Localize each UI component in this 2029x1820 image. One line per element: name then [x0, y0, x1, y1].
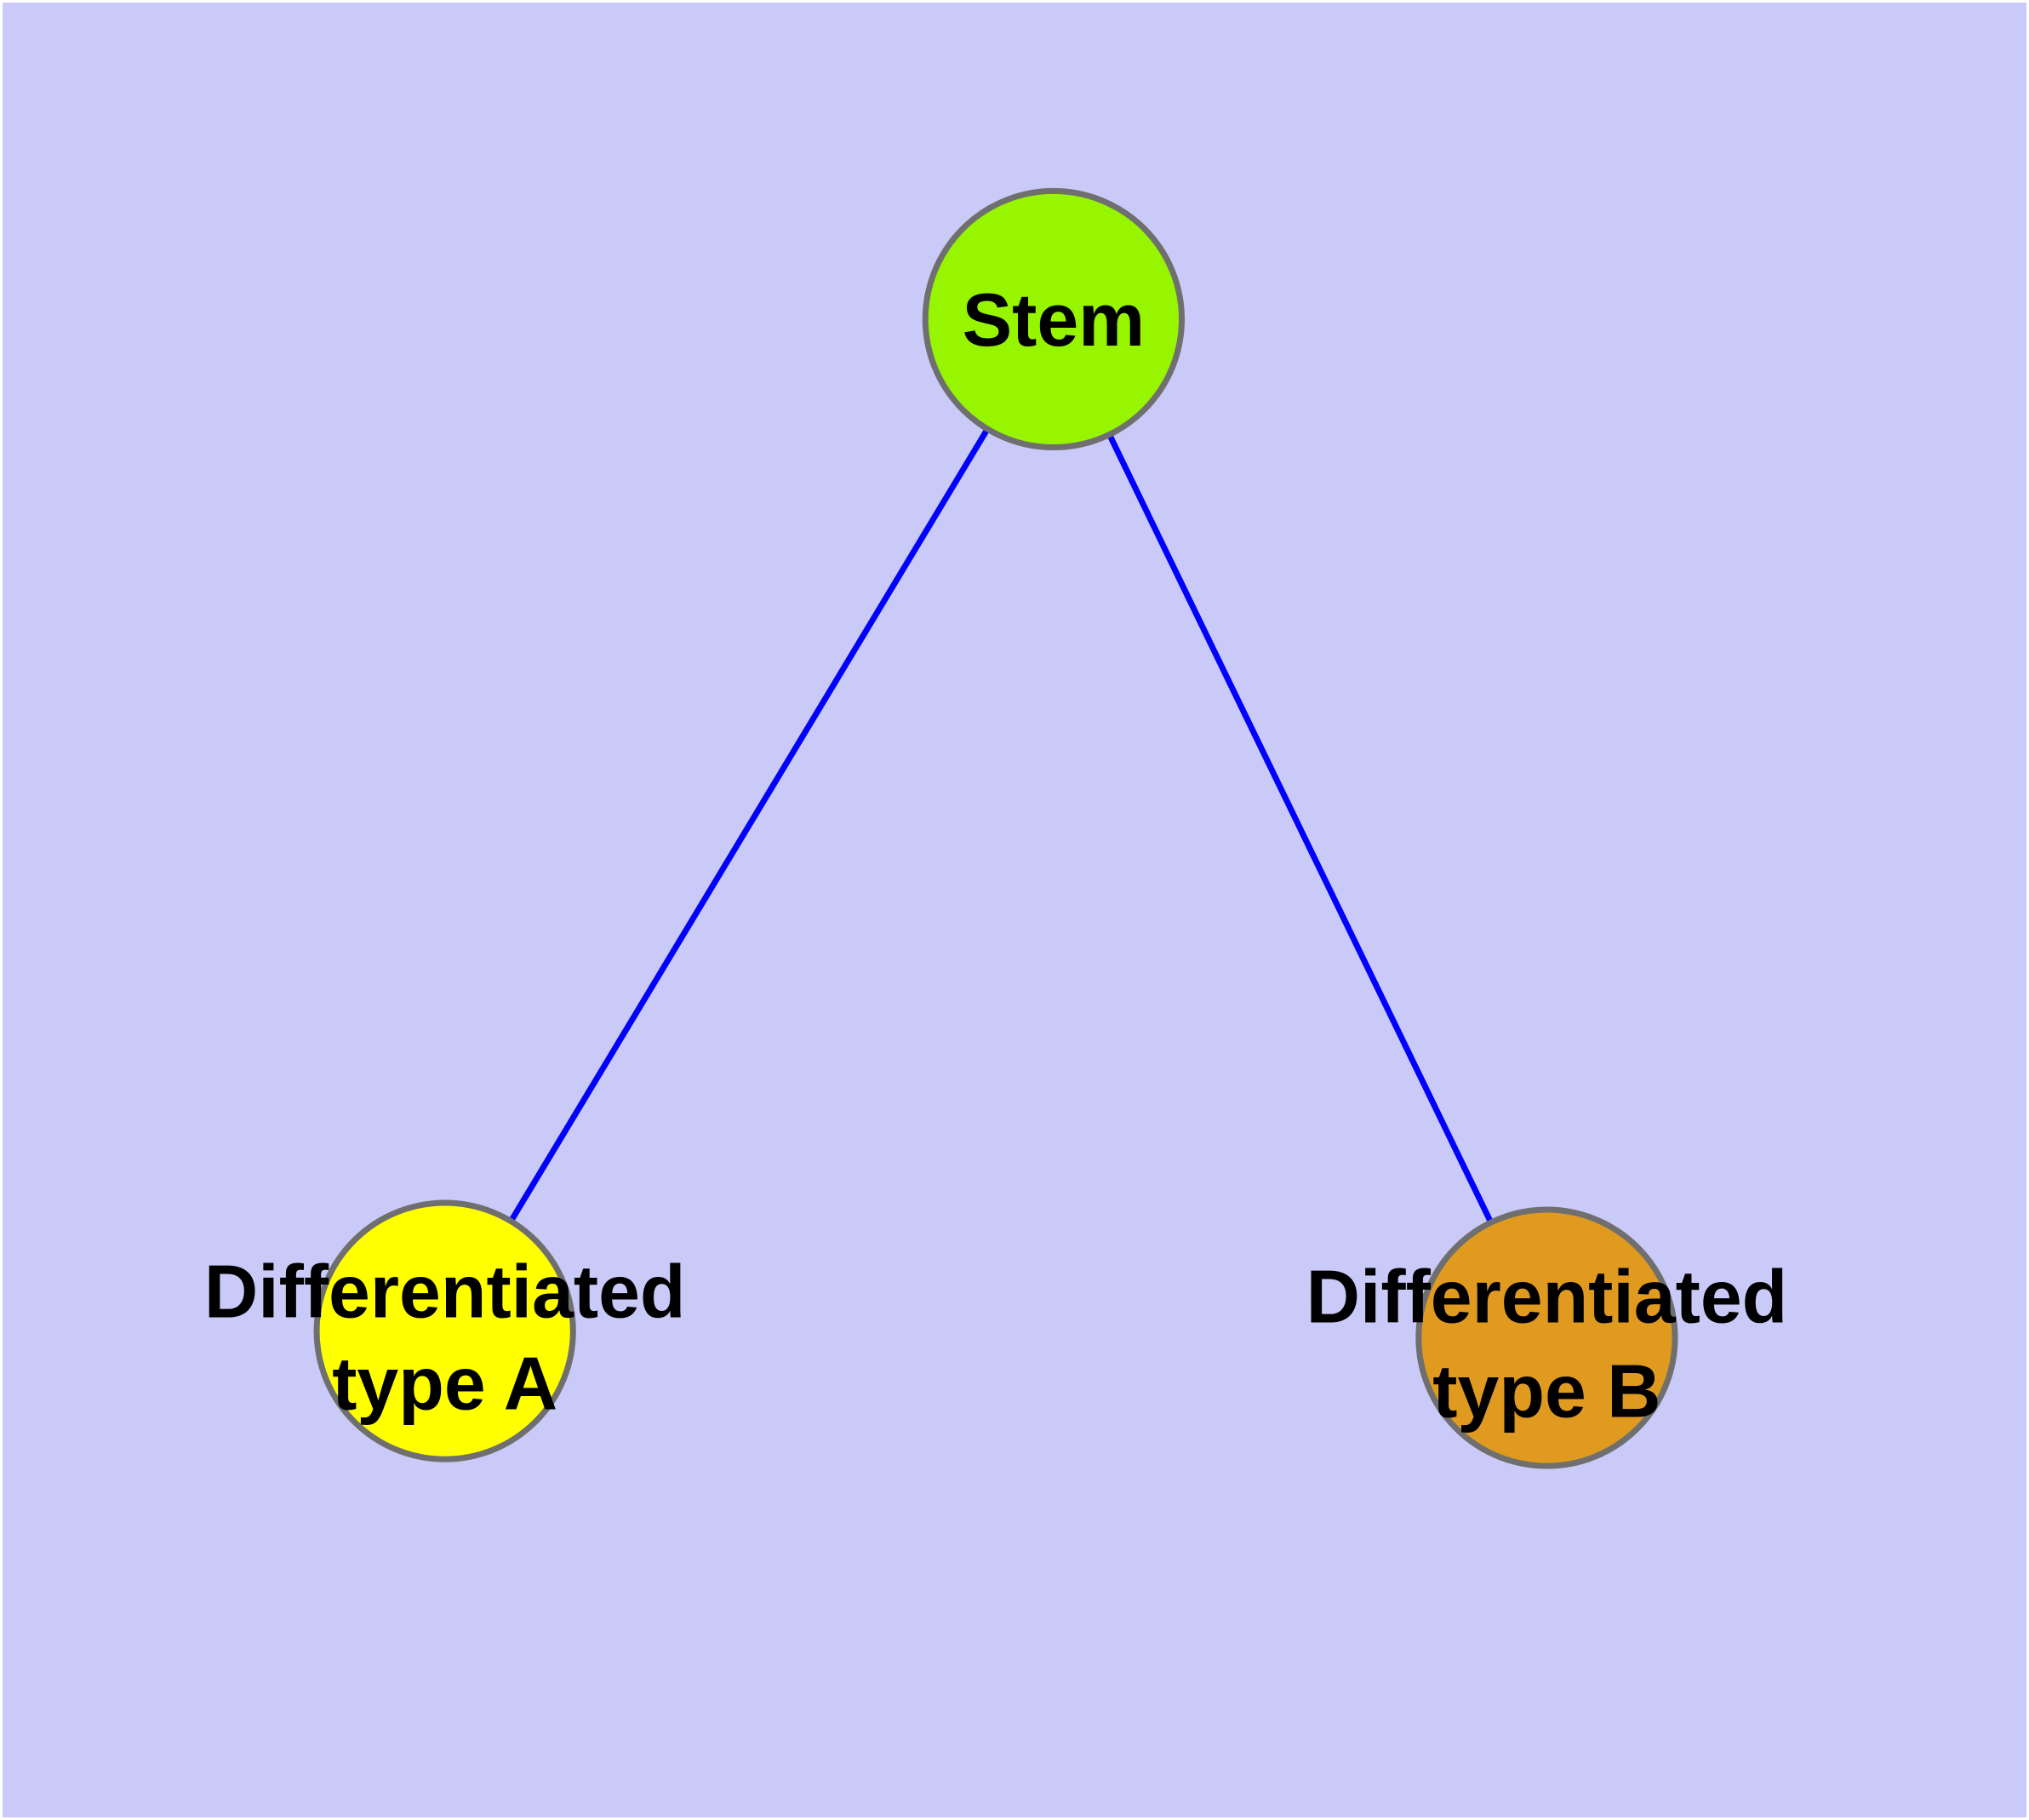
node-type-b-label-line1: Differentiated — [1306, 1256, 1788, 1339]
edge-stem-to-type-a — [442, 318, 1056, 1333]
node-stem — [922, 187, 1185, 451]
node-type-b-label-line2: type B — [1432, 1349, 1660, 1433]
node-stem-label: Stem — [963, 278, 1146, 362]
node-type-b — [1415, 1206, 1678, 1469]
node-type-a — [313, 1199, 576, 1462]
graph-canvas: Stem Differentiated type A Differentiate… — [3, 3, 2026, 1817]
node-type-a-label-line1: Differentiated — [204, 1251, 686, 1334]
node-type-a-label-line2: type A — [332, 1342, 557, 1425]
edge-stem-to-type-b — [1050, 318, 1550, 1340]
